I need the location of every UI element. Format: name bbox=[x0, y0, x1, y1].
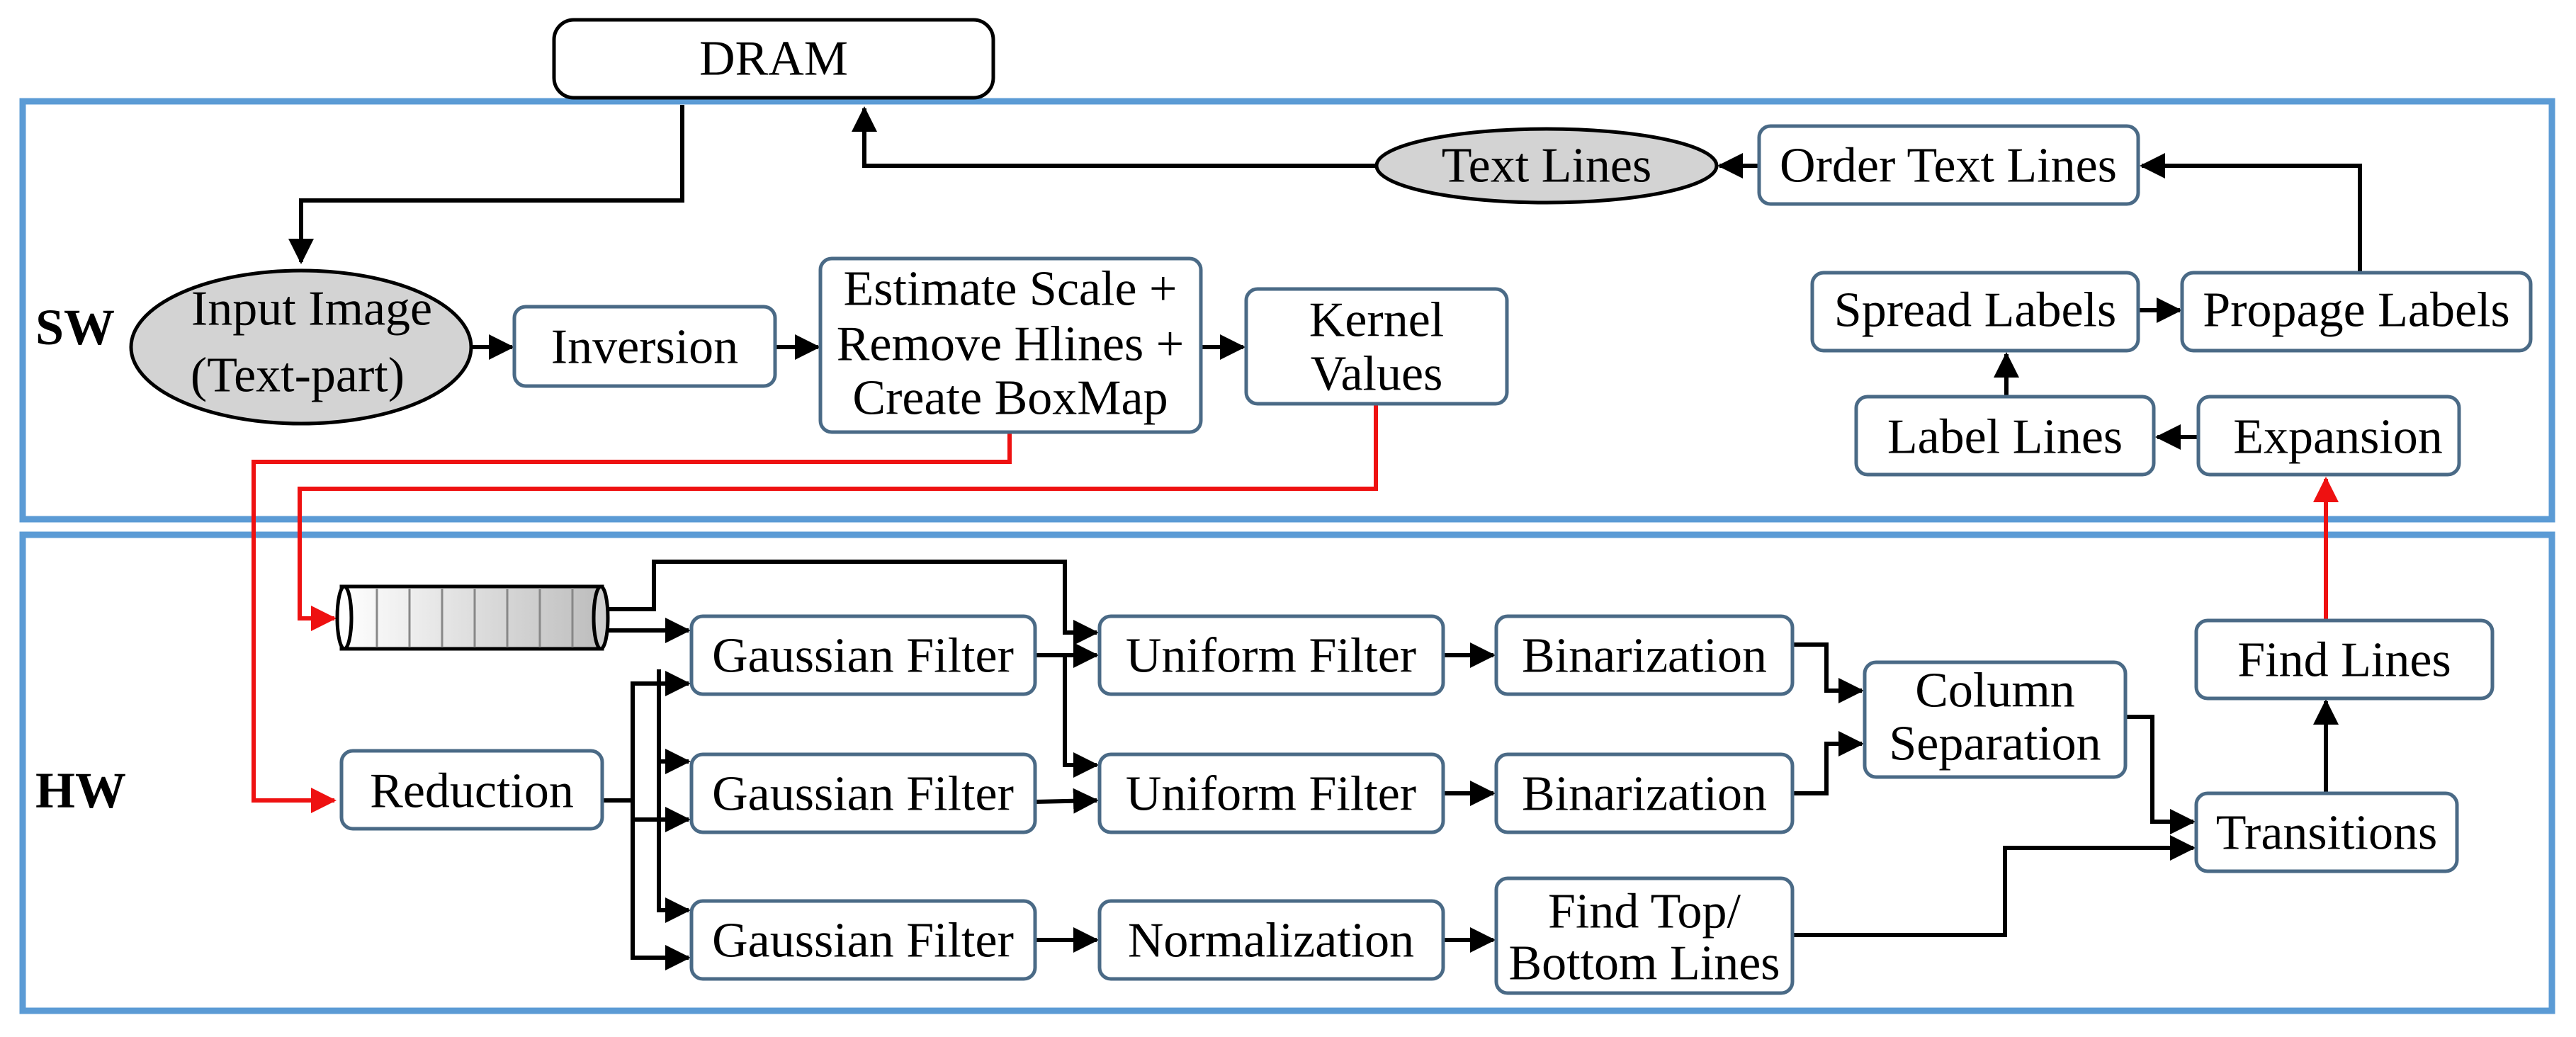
expansion-node: Expansion bbox=[2196, 395, 2461, 477]
svg-text:Order Text Lines: Order Text Lines bbox=[1780, 139, 2117, 193]
spread-labels-node: Spread Labels bbox=[1810, 271, 2140, 353]
order-text-lines-node: Order Text Lines bbox=[1757, 124, 2140, 206]
edge-estimate-reduction bbox=[252, 434, 1012, 813]
svg-text:(Text-part): (Text-part) bbox=[191, 348, 405, 403]
edge-binarization2-column bbox=[1792, 731, 1864, 795]
edge-propage-order bbox=[2140, 153, 2362, 273]
normalization-node: Normalization bbox=[1097, 899, 1445, 981]
edges bbox=[288, 105, 2362, 970]
svg-text:Bottom Lines: Bottom Lines bbox=[1508, 936, 1780, 991]
svg-text:Transitions: Transitions bbox=[2216, 806, 2438, 861]
svg-text:Uniform Filter: Uniform Filter bbox=[1126, 767, 1416, 822]
inversion-node: Inversion bbox=[512, 305, 777, 388]
transitions-node: Transitions bbox=[2194, 791, 2459, 873]
edge-gaussian1-uniform2 bbox=[1063, 655, 1099, 778]
svg-text:Expansion: Expansion bbox=[2233, 410, 2443, 465]
edge-textlines-dram bbox=[852, 106, 1376, 168]
svg-text:Values: Values bbox=[1311, 347, 1443, 402]
svg-text:Separation: Separation bbox=[1889, 717, 2101, 771]
edge-kernel-buffer bbox=[298, 405, 1378, 631]
hw-label: HW bbox=[35, 762, 126, 819]
uniform-filter-2-node: Uniform Filter bbox=[1097, 752, 1445, 834]
edge-reduction-gaussian3a bbox=[657, 761, 691, 923]
edge-binarization1-column bbox=[1792, 642, 1864, 703]
svg-text:Normalization: Normalization bbox=[1128, 914, 1414, 968]
edge-reduction-trunk bbox=[604, 671, 691, 803]
estimate-scale-node: Estimate Scale + Remove Hlines + Create … bbox=[818, 256, 1203, 434]
gaussian-filter-2-node: Gaussian Filter bbox=[689, 752, 1037, 834]
binarization-2-node: Binarization bbox=[1494, 752, 1795, 834]
svg-text:Text Lines: Text Lines bbox=[1442, 139, 1651, 193]
buffer-icon bbox=[335, 584, 610, 651]
input-image-node: Input Image (Text-part) bbox=[129, 268, 473, 426]
svg-text:Propage Labels: Propage Labels bbox=[2203, 283, 2509, 338]
edge-findtop-transitions bbox=[1792, 835, 2196, 937]
svg-text:Column: Column bbox=[1915, 664, 2075, 718]
svg-text:Inversion: Inversion bbox=[551, 320, 738, 375]
svg-text:Label Lines: Label Lines bbox=[1887, 410, 2123, 465]
svg-text:Create BoxMap: Create BoxMap bbox=[852, 371, 1168, 426]
svg-text:Find Lines: Find Lines bbox=[2237, 633, 2451, 688]
svg-text:Binarization: Binarization bbox=[1522, 629, 1767, 684]
edge-reduction-gaussian3b bbox=[631, 820, 691, 970]
svg-text:Gaussian Filter: Gaussian Filter bbox=[712, 629, 1014, 684]
svg-text:Reduction: Reduction bbox=[370, 764, 574, 819]
svg-text:Spread Labels: Spread Labels bbox=[1834, 283, 2116, 338]
column-separation-node: Column Separation bbox=[1863, 660, 2128, 779]
label-lines-node: Label Lines bbox=[1854, 395, 2156, 477]
edge-column-transitions bbox=[2125, 715, 2196, 834]
hw-sw-edges bbox=[252, 405, 2339, 813]
propage-labels-node: Propage Labels bbox=[2180, 271, 2533, 353]
svg-text:DRAM: DRAM bbox=[699, 32, 848, 86]
dram-node: DRAM bbox=[552, 18, 995, 100]
svg-text:Find Top/: Find Top/ bbox=[1548, 885, 1741, 939]
uniform-filter-1-node: Uniform Filter bbox=[1097, 614, 1445, 696]
gaussian-filter-1-node: Gaussian Filter bbox=[689, 614, 1037, 696]
reduction-node: Reduction bbox=[339, 749, 604, 831]
edge-buffer-uniform1 bbox=[604, 560, 1099, 645]
svg-text:Estimate Scale +: Estimate Scale + bbox=[844, 262, 1177, 317]
edge-dram-input bbox=[288, 105, 684, 264]
edge-gaussian2-uniform2 bbox=[1034, 788, 1099, 814]
find-lines-node: Find Lines bbox=[2194, 618, 2495, 701]
svg-text:Uniform Filter: Uniform Filter bbox=[1126, 629, 1416, 684]
svg-text:Input Image: Input Image bbox=[191, 282, 432, 336]
find-top-bottom-lines-node: Find Top/ Bottom Lines bbox=[1494, 876, 1795, 995]
svg-text:Kernel: Kernel bbox=[1309, 293, 1444, 348]
text-lines-node: Text Lines bbox=[1374, 127, 1719, 205]
kernel-values-node: Kernel Values bbox=[1244, 287, 1509, 406]
sw-region bbox=[19, 98, 2555, 523]
sw-label: SW bbox=[35, 299, 115, 356]
gaussian-filter-3-node: Gaussian Filter bbox=[689, 899, 1037, 981]
binarization-1-node: Binarization bbox=[1494, 614, 1795, 696]
svg-text:Gaussian Filter: Gaussian Filter bbox=[712, 914, 1014, 968]
svg-text:Gaussian Filter: Gaussian Filter bbox=[712, 767, 1014, 822]
hw-region bbox=[19, 531, 2555, 1014]
edge-reduction-gaussian2a bbox=[657, 684, 691, 774]
svg-text:Binarization: Binarization bbox=[1522, 767, 1767, 822]
svg-text:Remove Hlines +: Remove Hlines + bbox=[837, 317, 1185, 372]
